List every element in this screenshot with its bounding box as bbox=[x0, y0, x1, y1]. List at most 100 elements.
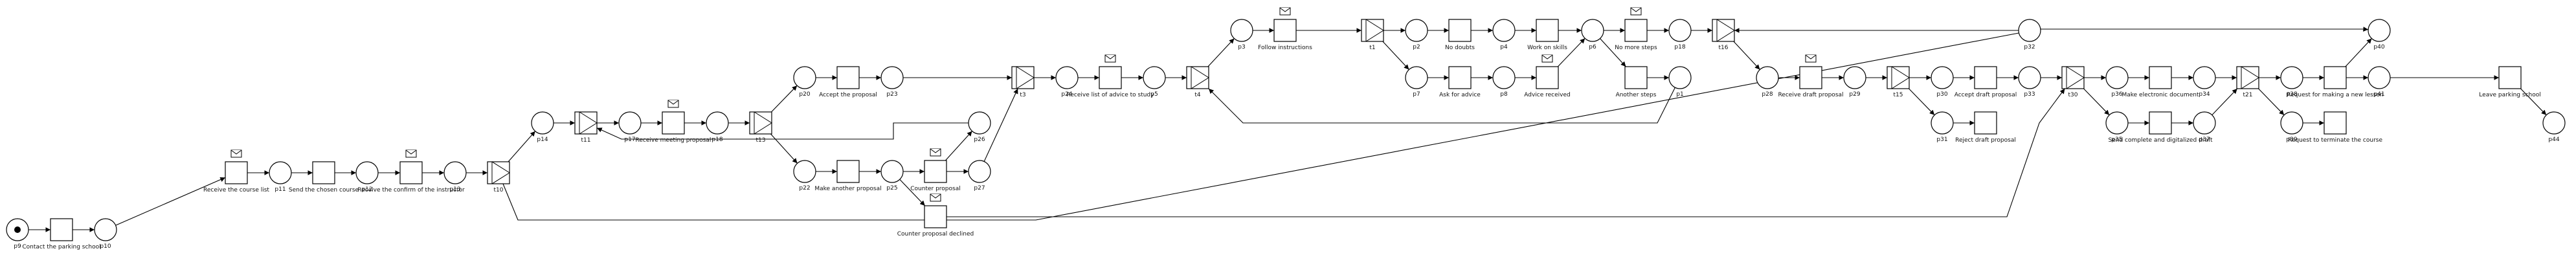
transition-label-leave: Leave parking school bbox=[2479, 92, 2540, 98]
transition-recvconfirm[interactable] bbox=[399, 161, 423, 184]
place-p37[interactable] bbox=[2193, 111, 2216, 135]
transition-t13[interactable] bbox=[749, 111, 772, 135]
transition-t4[interactable] bbox=[1186, 66, 1209, 89]
transition-nodoubts[interactable] bbox=[1448, 19, 1472, 42]
transition-counter[interactable] bbox=[924, 160, 947, 183]
arc-p37-to-t21 bbox=[2212, 88, 2238, 116]
place-p40[interactable] bbox=[2368, 19, 2391, 42]
place-label-p30: p30 bbox=[1936, 91, 1947, 98]
transition-makeanother[interactable] bbox=[836, 160, 860, 183]
place-p41[interactable] bbox=[2368, 66, 2391, 89]
transition-label-workskills: Work on skills bbox=[1527, 45, 1567, 51]
place-label-p3: p3 bbox=[1238, 44, 1245, 50]
place-p39[interactable] bbox=[2280, 111, 2303, 135]
place-p28[interactable] bbox=[1756, 66, 1779, 89]
transition-reqnew[interactable] bbox=[2324, 66, 2347, 89]
transition-rejectdraft[interactable] bbox=[1974, 111, 1997, 135]
transition-contact[interactable] bbox=[50, 218, 73, 241]
transition-advrecv[interactable] bbox=[1536, 66, 1559, 89]
place-p24[interactable] bbox=[1055, 66, 1079, 89]
transition-sendcomplete[interactable] bbox=[2149, 111, 2172, 135]
arc-t10-to-p14 bbox=[508, 131, 536, 162]
place-p10[interactable] bbox=[94, 218, 117, 241]
transition-label-askadvice: Ask for advice bbox=[1439, 92, 1481, 98]
transition-follow[interactable] bbox=[1273, 19, 1297, 42]
place-label-p39: p39 bbox=[2286, 137, 2297, 143]
place-label-p44: p44 bbox=[2548, 137, 2559, 143]
transition-accept[interactable] bbox=[836, 66, 860, 89]
arc-p26-to-t11 bbox=[596, 122, 969, 140]
place-p33[interactable] bbox=[2018, 66, 2041, 89]
place-p3[interactable] bbox=[1230, 19, 1253, 42]
place-p14[interactable] bbox=[531, 111, 554, 135]
place-p11[interactable] bbox=[269, 161, 292, 184]
transition-another[interactable] bbox=[1624, 66, 1648, 89]
transition-leave[interactable] bbox=[2498, 66, 2522, 89]
transition-makeelec[interactable] bbox=[2149, 66, 2172, 89]
transition-nomore[interactable] bbox=[1624, 19, 1648, 42]
transition-recvlist[interactable] bbox=[1099, 66, 1122, 89]
place-p13[interactable] bbox=[443, 161, 467, 184]
transition-recvcourse[interactable] bbox=[225, 161, 248, 184]
transition-workskills[interactable] bbox=[1536, 19, 1559, 42]
gateway-split-icon bbox=[1365, 19, 1384, 42]
transition-t3[interactable] bbox=[1011, 66, 1035, 89]
place-p7[interactable] bbox=[1405, 66, 1428, 89]
place-label-p37: p37 bbox=[2199, 137, 2210, 143]
place-p17[interactable] bbox=[618, 111, 642, 135]
transition-askadvice[interactable] bbox=[1448, 66, 1472, 89]
place-label-p12: p12 bbox=[361, 186, 372, 193]
place-p35[interactable] bbox=[2105, 111, 2129, 135]
place-p20[interactable] bbox=[793, 66, 816, 89]
transition-t21[interactable] bbox=[2236, 66, 2259, 89]
place-p44[interactable] bbox=[2542, 111, 2566, 135]
transition-label-t3: t3 bbox=[1020, 92, 1025, 98]
transition-t11[interactable] bbox=[574, 111, 598, 135]
transition-label-makeanother: Make another proposal bbox=[814, 186, 881, 192]
arc-t15-to-p31 bbox=[1909, 88, 1935, 116]
place-label-p35: p35 bbox=[2111, 137, 2122, 143]
transition-reqterm[interactable] bbox=[2324, 111, 2347, 135]
arc-p27-to-t3 bbox=[983, 88, 1018, 162]
place-p2[interactable] bbox=[1405, 19, 1428, 42]
place-label-p20: p20 bbox=[799, 91, 810, 98]
place-label-p27: p27 bbox=[974, 185, 985, 192]
arc-t16-to-p28 bbox=[1733, 41, 1760, 70]
place-p31[interactable] bbox=[1931, 111, 1954, 135]
place-p4[interactable] bbox=[1492, 19, 1516, 42]
place-p34[interactable] bbox=[2193, 66, 2216, 89]
place-p32[interactable] bbox=[2018, 19, 2041, 42]
place-p6[interactable] bbox=[1581, 19, 1604, 42]
message-envelope-icon bbox=[667, 100, 679, 108]
place-p8[interactable] bbox=[1492, 66, 1516, 89]
transition-recvmeeting[interactable] bbox=[662, 111, 685, 135]
transition-sendchosen[interactable] bbox=[312, 161, 335, 184]
transition-counterdecl[interactable] bbox=[924, 205, 947, 228]
place-p18[interactable] bbox=[706, 111, 729, 135]
arc-t1-to-p7 bbox=[1382, 41, 1409, 70]
transition-label-reqnew: Request for making a new lesson bbox=[2287, 92, 2383, 98]
arc-advrecv-to-p6 bbox=[1557, 38, 1585, 67]
place-p26[interactable] bbox=[968, 111, 991, 135]
transition-recvdraft[interactable] bbox=[1799, 66, 1822, 89]
place-p36[interactable] bbox=[2105, 66, 2129, 89]
place-p29[interactable] bbox=[1843, 66, 1866, 89]
place-p5[interactable] bbox=[1143, 66, 1166, 89]
place-p25[interactable] bbox=[880, 160, 904, 183]
place-p22[interactable] bbox=[793, 160, 816, 183]
place-p27[interactable] bbox=[968, 160, 991, 183]
place-p30[interactable] bbox=[1931, 66, 1954, 89]
place-p12[interactable] bbox=[355, 161, 379, 184]
place-p23[interactable] bbox=[880, 66, 904, 89]
transition-acceptdraft[interactable] bbox=[1974, 66, 1997, 89]
transition-t15[interactable] bbox=[1887, 66, 1910, 89]
transition-t1[interactable] bbox=[1361, 19, 1384, 42]
place-p1[interactable] bbox=[1668, 66, 1692, 89]
transition-t30[interactable] bbox=[2061, 66, 2085, 89]
place-label-p8: p8 bbox=[1500, 91, 1508, 98]
place-p38[interactable] bbox=[2280, 66, 2303, 89]
transition-t16[interactable] bbox=[1712, 19, 1735, 42]
transition-t10[interactable] bbox=[487, 161, 510, 184]
place-p18b[interactable] bbox=[1668, 19, 1692, 42]
transition-label-makeelec: Make electronic document bbox=[2122, 92, 2199, 98]
